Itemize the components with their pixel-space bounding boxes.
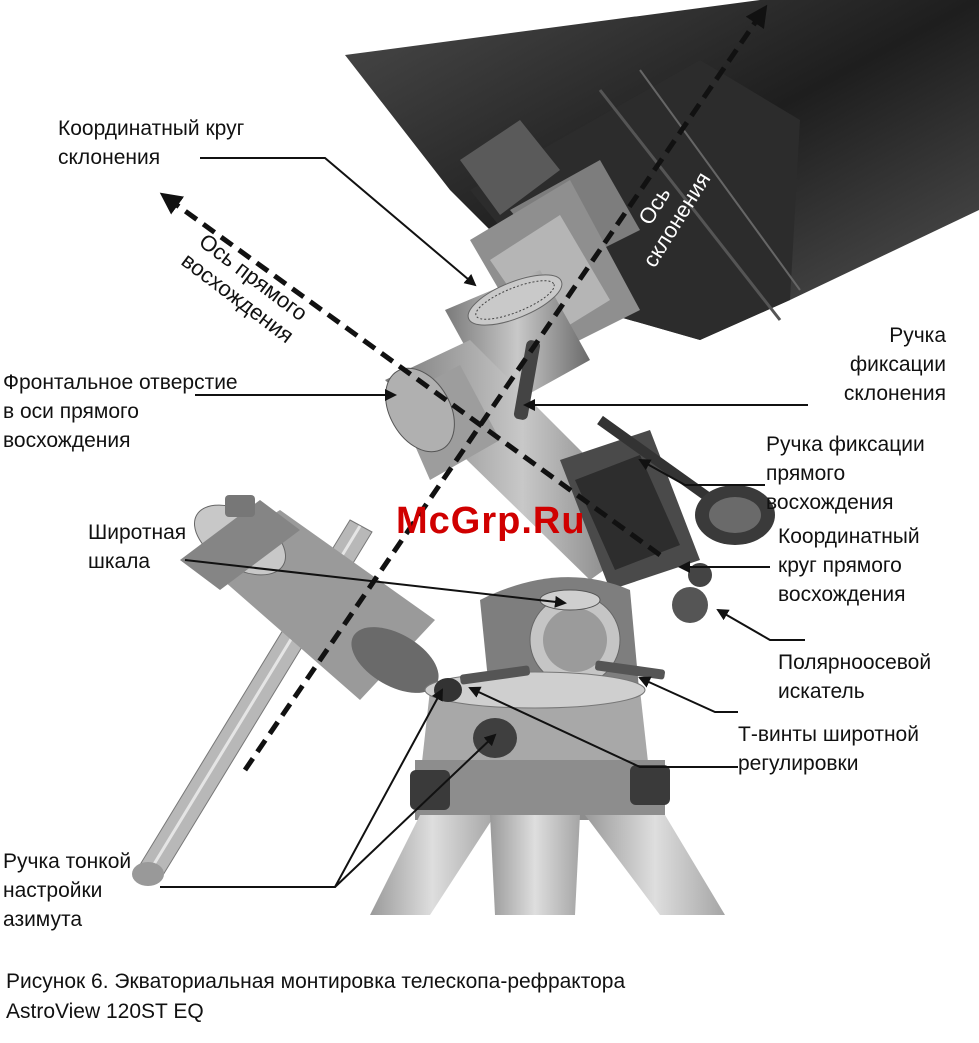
leader-dec-circle	[200, 157, 477, 287]
caption-line-2: AstroView 120ST EQ	[6, 1000, 204, 1023]
label-dec-setting-circle: Координатный круг склонения	[58, 117, 245, 169]
watermark: McGrp.Ru	[396, 500, 586, 542]
leader-polar-finder	[716, 609, 805, 641]
figure-caption: Рисунок 6. Экваториальная монтировка тел…	[6, 967, 625, 1027]
leader-ra-lock	[638, 459, 765, 486]
caption-line-1: Рисунок 6. Экваториальная монтировка тел…	[6, 970, 626, 993]
label-latitude-t-bolts: Т-винты широтной регулировки	[738, 723, 919, 775]
ra-axis-line	[159, 192, 662, 558]
label-polar-finder: Полярноосевой искатель	[778, 651, 932, 703]
label-ra-lock-knob: Ручка фиксации прямого восхождения	[766, 433, 925, 514]
label-ra-setting-circle: Координатный круг прямого восхождения	[778, 525, 920, 606]
label-latitude-scale: Широтная шкала	[88, 521, 187, 573]
leader-tbolt-right	[638, 676, 738, 713]
tripod	[370, 660, 725, 915]
label-ra-front-opening: Фронтальное отверстие в оси прямого восх…	[3, 371, 238, 452]
dec-handles	[513, 340, 775, 545]
axis-lines	[159, 4, 768, 772]
label-azimuth-fine-knob: Ручка тонкой настройки азимута	[3, 850, 132, 931]
counterweight	[180, 495, 439, 700]
ra-housing	[385, 340, 700, 590]
label-dec-lock-knob: Ручка фиксации склонения	[843, 324, 946, 405]
leader-tbolt-left	[468, 686, 738, 768]
leader-azimuth-b	[334, 733, 497, 888]
leader-lines	[160, 157, 808, 888]
leader-latitude-scale	[184, 559, 567, 608]
